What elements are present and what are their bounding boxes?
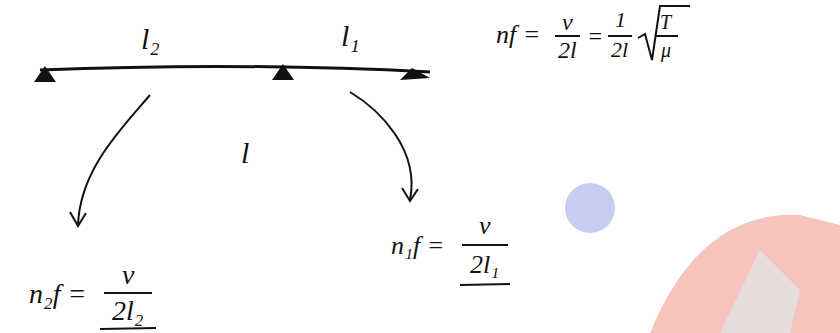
formula-term: l₂ <box>141 22 160 55</box>
formula-term: v <box>479 212 491 241</box>
fraction-bar <box>462 244 508 246</box>
formula-term: 2l₂ <box>112 296 144 327</box>
support-symbol <box>272 64 294 80</box>
string-line <box>40 66 430 72</box>
curved-arrow <box>350 92 412 200</box>
formula-term: nf = <box>496 21 540 50</box>
watermark-shape <box>650 215 840 333</box>
arrow-head <box>402 188 418 201</box>
sqrt-sign <box>638 6 690 60</box>
formula-term: l₁ <box>341 19 360 52</box>
underline <box>100 328 156 329</box>
formula-term: 1 <box>615 8 626 32</box>
formula-term: 2l₁ <box>470 251 499 280</box>
support-symbol <box>34 66 56 82</box>
watermark-shape <box>720 250 800 333</box>
arrow-head <box>70 212 86 226</box>
formula-term: T <box>660 11 671 33</box>
formula-term: v <box>562 9 573 35</box>
formula-term: n₂f = <box>29 279 86 310</box>
underline <box>460 284 510 285</box>
formula-term: μ <box>661 39 671 61</box>
formula-term: v <box>122 260 134 291</box>
formula-term: = <box>587 23 603 49</box>
support-symbol <box>400 68 430 80</box>
formula-term: 2l <box>611 38 628 62</box>
fraction-bar <box>655 35 678 37</box>
formula-term: l <box>241 136 249 169</box>
fraction-bar <box>555 35 580 37</box>
formula-term: n₁f = <box>391 232 444 261</box>
fraction-bar <box>608 35 632 37</box>
curved-arrow <box>78 95 150 225</box>
fraction-bar <box>104 292 152 294</box>
watermark-circle <box>565 183 615 233</box>
formula-term: 2l <box>558 37 577 63</box>
